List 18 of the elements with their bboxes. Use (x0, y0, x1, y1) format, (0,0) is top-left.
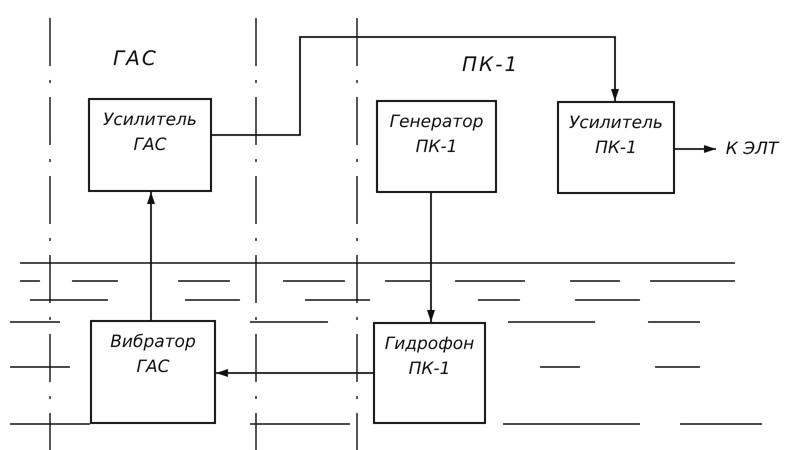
arrow (675, 145, 716, 153)
block-box (373, 322, 486, 424)
block-label: Усилитель ПК-1 (569, 112, 663, 160)
block-label: Гидрофон ПК-1 (384, 333, 474, 381)
block-box (376, 100, 497, 193)
block-box (90, 320, 216, 424)
arrow (427, 193, 435, 322)
block-box (557, 101, 675, 194)
arrow (216, 369, 373, 377)
arrow (212, 36, 619, 136)
zone-label: ПК-1 (462, 52, 520, 76)
block-label: Усилитель ГАС (103, 109, 197, 157)
zone-label: ГАС (113, 46, 158, 70)
block-label: Вибратор ГАС (110, 331, 196, 379)
block-label: Генератор ПК-1 (390, 111, 484, 159)
output-label: К ЭЛТ (726, 138, 778, 161)
arrow (147, 192, 155, 320)
block-box (88, 98, 212, 192)
